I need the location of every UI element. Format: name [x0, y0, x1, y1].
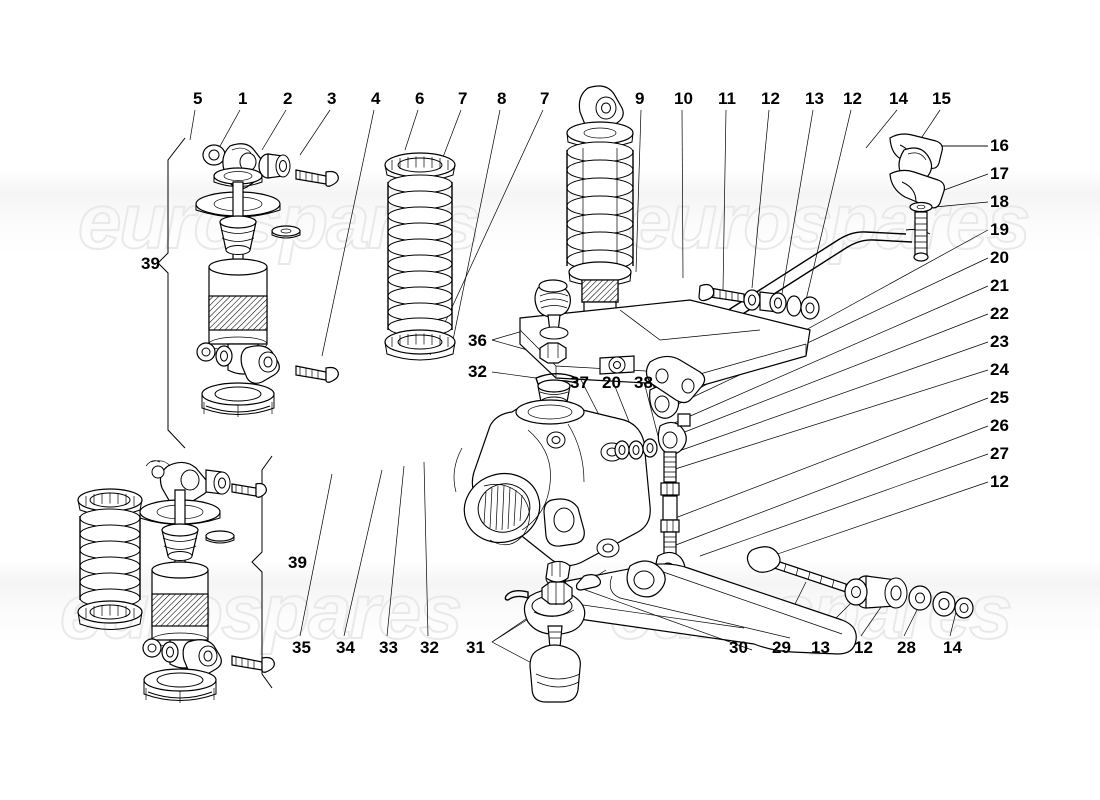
callout-number: 35 [292, 638, 311, 657]
callout-number: 13 [811, 638, 830, 657]
callout-number: 20 [990, 248, 1009, 267]
callout-number: 23 [990, 332, 1009, 351]
callout-number: 5 [193, 89, 203, 108]
callout-number: 32 [420, 638, 439, 657]
callout-number: 18 [990, 192, 1009, 211]
callout-number: 26 [990, 416, 1009, 435]
callout-number: 10 [674, 89, 693, 108]
callout-number: 29 [772, 638, 791, 657]
callout-number-bracket: 39 [288, 553, 307, 572]
callout-number-bracket: 39 [141, 254, 160, 273]
callout-number: 4 [371, 89, 381, 108]
callout-number: 16 [990, 136, 1009, 155]
callout-number: 33 [379, 638, 398, 657]
callout-number: 24 [990, 360, 1009, 379]
coil-spring-with-seats [384, 152, 456, 361]
callout-number: 6 [415, 89, 425, 108]
callout-number: 12 [843, 89, 862, 108]
callout-number: 20 [602, 373, 621, 392]
callout-number: 27 [990, 444, 1009, 463]
callout-number: 12 [854, 638, 873, 657]
callout-number: 34 [336, 638, 355, 657]
watermark-top-right: eurospares [627, 176, 1032, 266]
callout-number: 37 [570, 373, 589, 392]
callout-number: 8 [497, 89, 507, 108]
callout-number: 1 [238, 89, 248, 108]
callout-number: 15 [932, 89, 951, 108]
lower-control-arm [504, 546, 974, 703]
callout-number: 9 [635, 89, 645, 108]
callout-number: 17 [990, 164, 1009, 183]
callout-number: 22 [990, 304, 1009, 323]
callout-number: 14 [889, 89, 908, 108]
callout-number: 21 [990, 276, 1009, 295]
callout-number: 13 [805, 89, 824, 108]
callout-number: 12 [761, 89, 780, 108]
callout-number: 25 [990, 388, 1009, 407]
leader-lines-top [189, 109, 941, 357]
callout-number: 30 [729, 638, 748, 657]
callout-number: 7 [458, 89, 468, 108]
callout-number: 12 [990, 472, 1009, 491]
callout-number: 19 [990, 220, 1009, 239]
callout-number: 36 [468, 331, 487, 350]
shock-absorber-assembly-upper-left [157, 137, 339, 449]
callout-number: 28 [897, 638, 916, 657]
callout-number: 2 [283, 89, 293, 108]
callout-number: 3 [327, 89, 337, 108]
shock-absorber-assembly-lower-left [77, 455, 275, 703]
callout-number: 32 [468, 362, 487, 381]
callout-number: 7 [540, 89, 550, 108]
callout-number: 11 [718, 89, 736, 108]
coilover-damper-assembled [566, 85, 634, 362]
callout-number: 31 [466, 638, 485, 657]
callout-number: 14 [943, 638, 962, 657]
callout-number: 38 [634, 373, 653, 392]
